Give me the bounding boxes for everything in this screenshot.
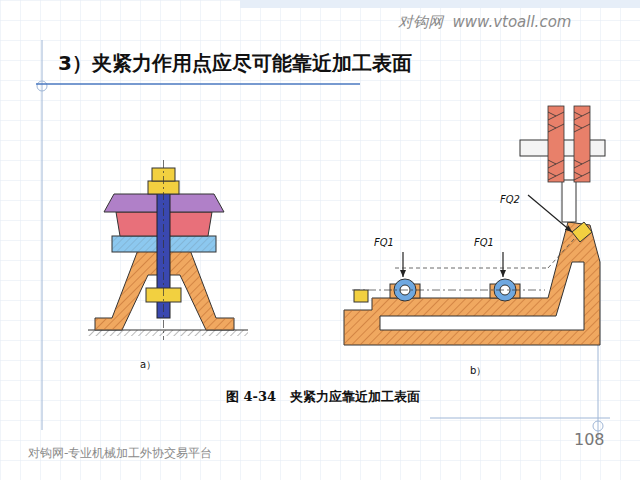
subfigure-label: b） [470, 364, 486, 378]
slide-title: 3）夹紧力作用点应尽可能靠近加工表面 [58, 50, 412, 77]
watermark: 对钩网 www.vtoall.com [398, 13, 571, 32]
figure-caption: 图 4-34 夹紧力应靠近加工表面 [226, 388, 420, 406]
force-label: FQ1 [374, 237, 394, 248]
subfigure-label: a） [140, 358, 156, 372]
force-label: FQ1 [474, 237, 494, 248]
page-number: 108 [574, 430, 605, 449]
force-label: FQ2 [500, 194, 520, 205]
footer-text: 对钩网-专业机械加工外协交易平台 [28, 445, 212, 462]
